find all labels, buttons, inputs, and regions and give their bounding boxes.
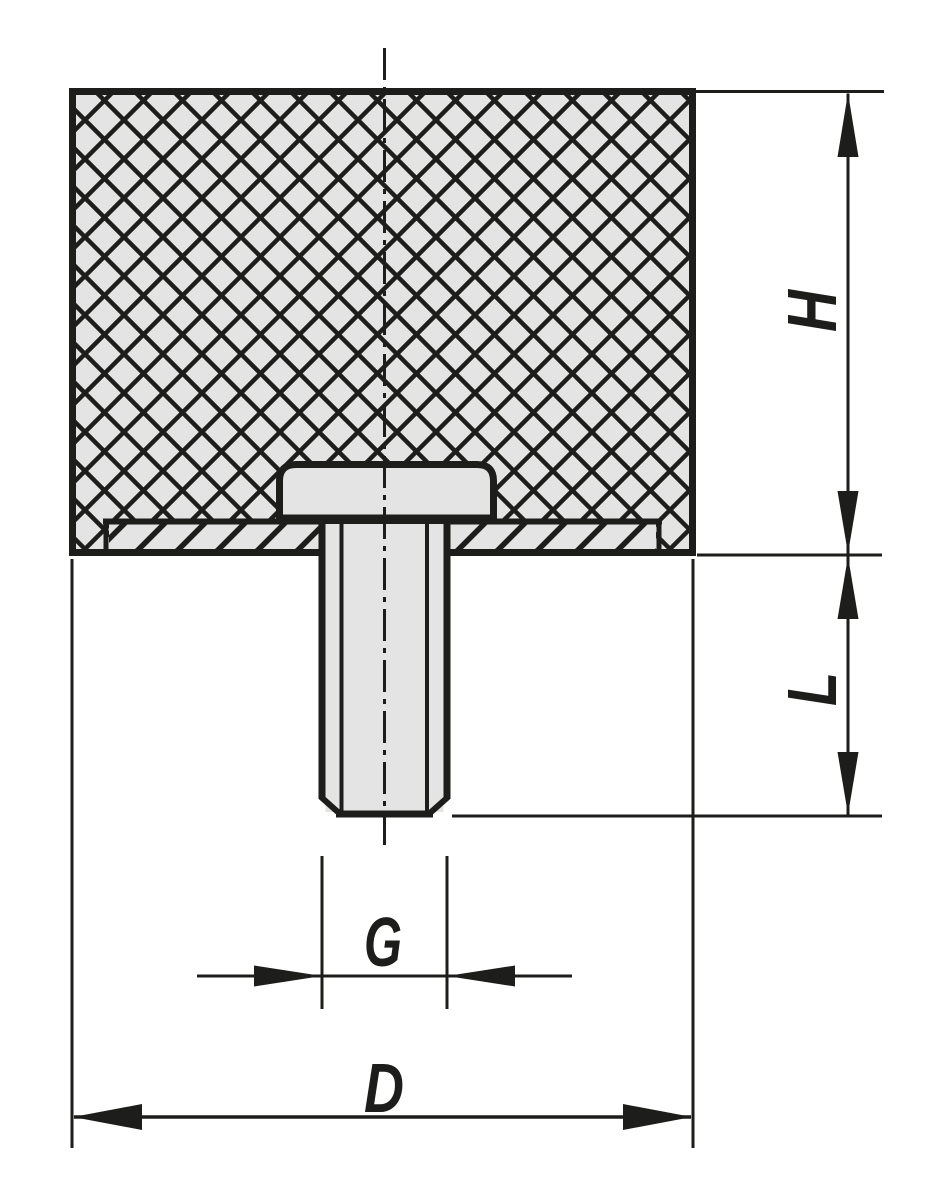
dim-D: D: [70, 559, 695, 1148]
screw-head: [276, 461, 497, 522]
dim-H-arrow-up: [837, 93, 859, 157]
rubber-body: [69, 88, 696, 556]
base-plate-side-edges: [103, 521, 662, 549]
dim-label-body-diameter: D: [364, 1049, 404, 1127]
dim-D-arrow-right: [623, 1104, 692, 1130]
dim-G-arrow-left: [254, 965, 322, 987]
dim-G-arrow-right: [447, 965, 515, 987]
dim-H-arrow-down: [837, 491, 859, 554]
dim-L-arrow-up: [837, 556, 859, 619]
dim-label-thread-size: G: [364, 903, 402, 981]
stud-thread-core-lines: [339, 523, 429, 811]
stud-outer-edges: [318, 523, 451, 799]
dim-label-height: H: [773, 289, 851, 332]
dim-G: G: [197, 856, 572, 1009]
dim-L: L: [452, 556, 882, 818]
stud-tip-chamfer: [319, 794, 450, 816]
dim-H: H: [692, 90, 884, 557]
extension-lines-thread: [320, 856, 449, 1009]
dim-L-arrow-down: [837, 752, 859, 815]
dim-label-stud-length: L: [773, 672, 851, 706]
dim-D-arrow-left: [73, 1104, 142, 1130]
extension-lines-diameter: [70, 559, 695, 1148]
